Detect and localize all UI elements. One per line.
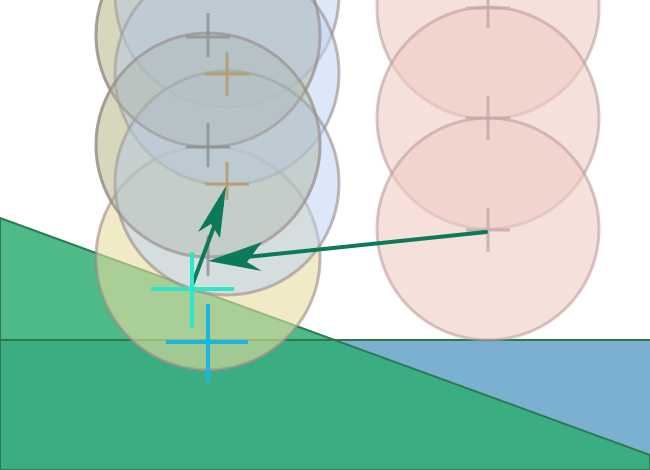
arrowhead-icon: [208, 242, 262, 271]
crosshair-icon: [166, 304, 248, 382]
center-marker-tan-2: [205, 162, 249, 200]
right-marker-2: [466, 96, 510, 140]
arrow-horizontal-shaft: [226, 230, 488, 261]
right-marker-1: [466, 0, 510, 28]
center-marker-2: [186, 123, 230, 167]
left-markers-tan: [205, 52, 249, 200]
crosshair-icon: [151, 252, 234, 328]
arrow-heads: [198, 186, 262, 271]
arrowhead-icon: [198, 186, 226, 238]
right-markers: [466, 0, 510, 252]
center-marker-1: [186, 13, 230, 57]
right-circle-stack: [375, 0, 601, 342]
right-marker-3: [466, 208, 510, 252]
center-marker-tan-1: [205, 52, 249, 96]
